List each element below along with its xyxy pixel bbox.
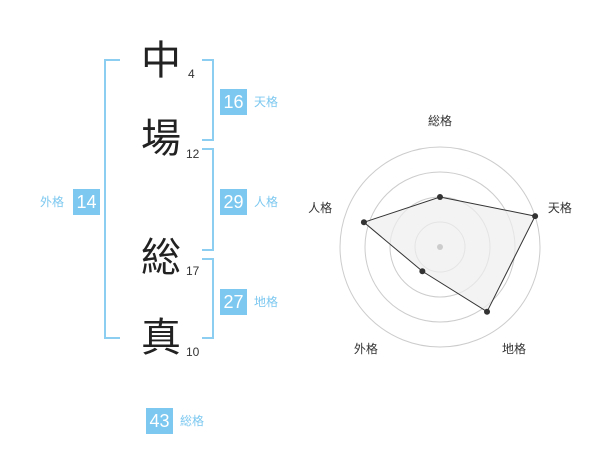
chikaku-bracket: [202, 258, 214, 339]
tenkaku-value: 16: [220, 89, 247, 115]
kanji-2: 場: [141, 116, 181, 162]
gaikaku-value: 14: [73, 189, 100, 215]
gaikaku-bracket: [104, 59, 120, 339]
radar-axis-label: 総格: [428, 113, 452, 128]
gaikaku-label: 外格: [40, 195, 65, 209]
tenkaku-bracket: [202, 59, 214, 141]
tenkaku-label: 天格: [254, 95, 279, 109]
jinkaku-label: 人格: [254, 195, 279, 209]
radar-axis-label: 地格: [502, 341, 526, 356]
radar-point: [437, 194, 443, 200]
kanji-3: 総: [141, 235, 181, 281]
radar-ring: [339, 146, 541, 348]
stroke-count-4: 10: [186, 345, 200, 359]
radar-axis-label: 外格: [354, 341, 378, 356]
jinkaku-bracket: [202, 148, 214, 251]
kanji-4: 真: [141, 315, 181, 361]
stroke-count-1: 4: [188, 67, 195, 81]
radar-point: [532, 213, 539, 220]
kanji-1: 中: [141, 38, 181, 84]
soukaku-value: 43: [146, 408, 173, 434]
radar-point: [360, 219, 367, 226]
radar-axis-label: 天格: [548, 200, 572, 215]
jinkaku-value: 29: [220, 189, 247, 215]
chikaku-label: 地格: [254, 295, 279, 309]
radar-center: [437, 244, 443, 250]
stroke-count-2: 12: [186, 147, 200, 161]
radar-point: [419, 268, 426, 275]
soukaku-label: 総格: [180, 414, 205, 428]
stroke-count-3: 17: [186, 264, 200, 278]
chikaku-value: 27: [220, 289, 247, 315]
radar-axis-label: 人格: [308, 200, 332, 215]
radar-polygon: [362, 196, 536, 313]
radar-point: [484, 308, 491, 315]
